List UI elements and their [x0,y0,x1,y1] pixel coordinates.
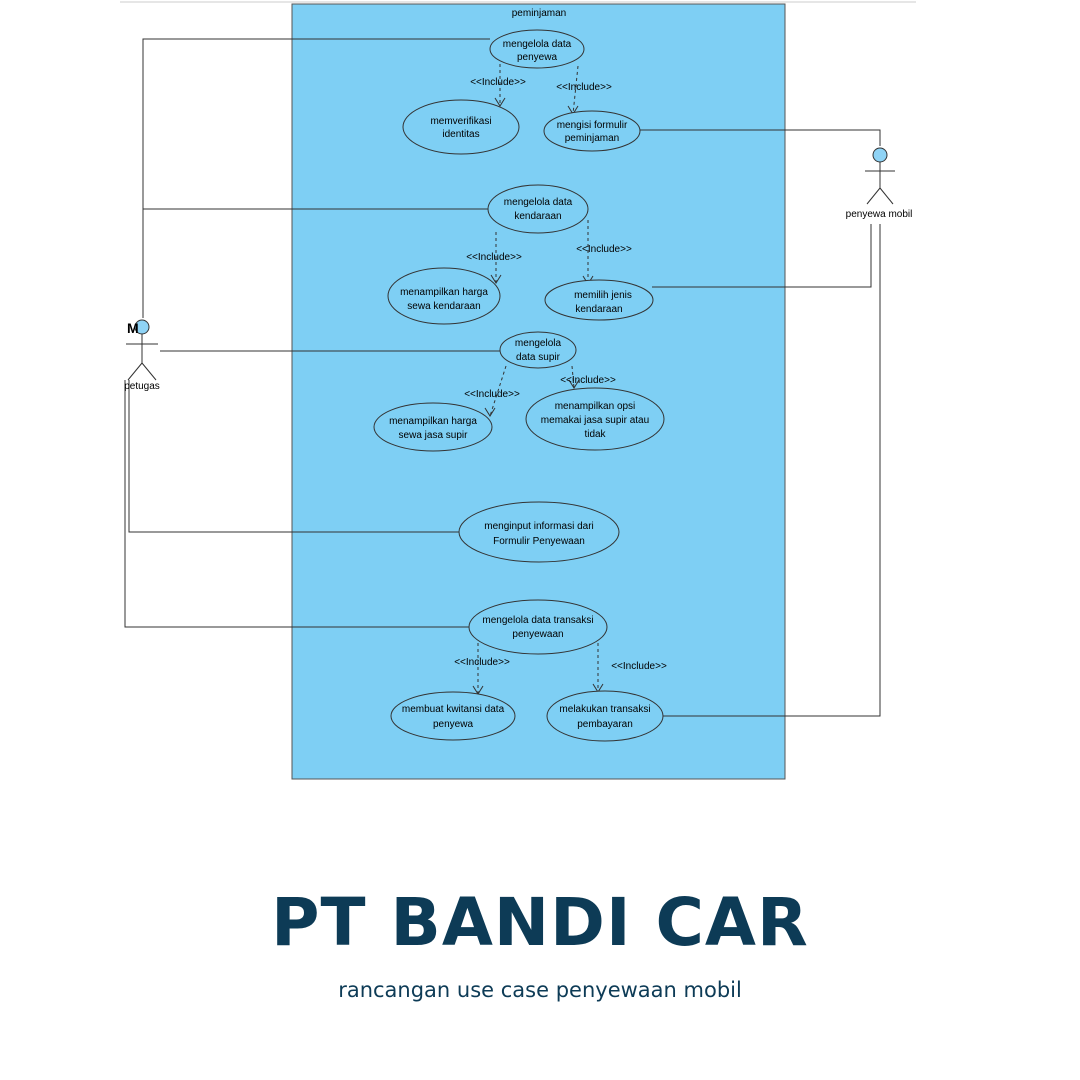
page-title: PT BANDI CAR [271,884,809,961]
actor-petugas-label: petugas [124,381,160,392]
use-case-diagram: peminjaman <<Include>> <<Include>> [120,1,916,780]
include-arrows [472,64,604,695]
system-boundary-label: peminjaman [512,8,566,19]
page-subtitle: rancangan use case penyewaan mobil [338,978,742,1002]
include-label: <<Include>> [454,657,510,668]
include-label: <<Include>> [560,375,616,386]
system-boundary [291,3,786,780]
actor-petugas[interactable]: M [126,319,158,381]
include-label: <<Include>> [464,389,520,400]
footer: PT BANDI CAR rancangan use case penyewaa… [0,890,1080,1001]
actor-penyewa-label: penyewa mobil [846,209,913,220]
actor-head-icon [872,147,888,163]
actor-penyewa-mobil[interactable] [865,147,895,205]
include-label: <<Include>> [611,661,667,672]
include-labels: <<Include>> <<Include>> <<Include>> <<In… [454,77,667,672]
include-label: <<Include>> [470,77,526,88]
include-label: <<Include>> [466,252,522,263]
include-label: <<Include>> [576,244,632,255]
actor-marker-icon: M [127,320,139,336]
include-label: <<Include>> [556,82,612,93]
penyewa-associations [640,129,881,717]
petugas-associations [124,38,500,628]
